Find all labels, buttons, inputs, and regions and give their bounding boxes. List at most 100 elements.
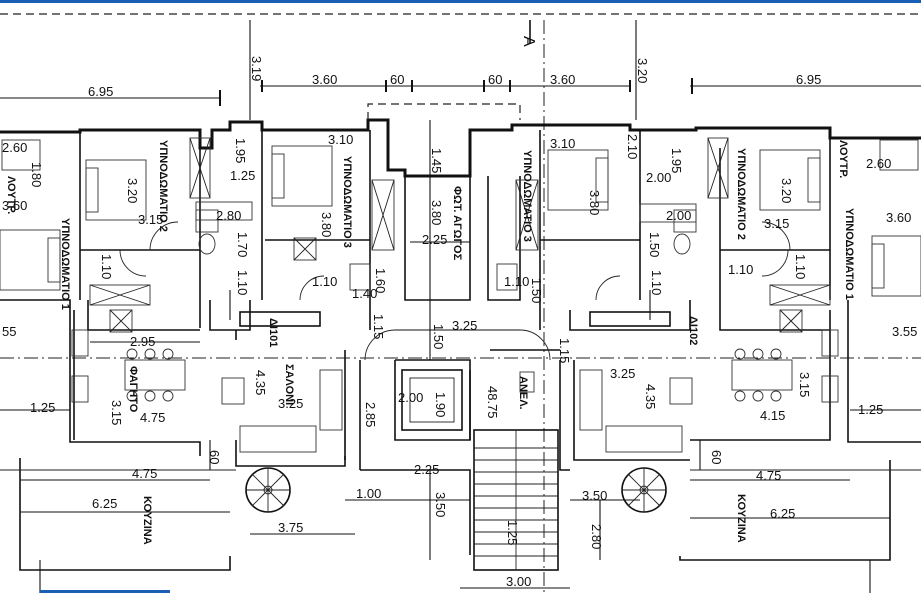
dim-label: 2.85	[363, 402, 378, 427]
dim-label: 2.00	[398, 390, 423, 405]
dim-label: 1.25	[30, 400, 55, 415]
dim-label: 4.35	[253, 370, 268, 395]
dim-label: 4.35	[643, 384, 658, 409]
dim-label: 1.15	[371, 314, 386, 339]
dim-label: 1.50	[647, 232, 662, 257]
dim-label: 3.25	[610, 366, 635, 381]
flat-label-left: ΔΙ101	[267, 318, 279, 347]
room-labels: ΥΠΝΟΔΩΜΑΤΙΟ 1 ΥΠΝΟΔΩΜΑΤΙΟ 2 ΥΠΝΟΔΩΜΑΤΙΟ …	[5, 140, 855, 545]
dim-label: 3.75	[278, 520, 303, 535]
dim-label: 2.60	[866, 156, 891, 171]
dim-label: 3.10	[550, 136, 575, 151]
dim-label: 1.95	[233, 138, 248, 163]
dim-label: 3.55	[892, 324, 917, 339]
dim-label: 2.00	[666, 208, 691, 223]
room-label-lift: ΑΝΕΛ.	[517, 376, 529, 410]
room-label-wc-right: ΛΟΥΤΡ.	[837, 140, 849, 178]
dim-label: 1.80	[29, 162, 44, 187]
dim-label: 55	[2, 324, 16, 339]
dim-label: 1.90	[433, 392, 448, 417]
dim-label: 1.60	[373, 268, 388, 293]
dim-label: 1.10	[649, 270, 664, 295]
dim-label: 48.75	[485, 386, 500, 419]
dim-label: 3.50	[582, 488, 607, 503]
room-label-kitchen-left: ΚΟΥΖΙΝΑ	[141, 496, 153, 545]
dimension-lines	[0, 120, 921, 593]
dim-label: 2.25	[414, 462, 439, 477]
dim-label: 6.25	[770, 506, 795, 521]
room-label-bedroom1-left: ΥΠΝΟΔΩΜΑΤΙΟ 1	[59, 218, 71, 310]
dim-label: 6.25	[92, 496, 117, 511]
room-label-bedroom1-right: ΥΠΝΟΔΩΜΑΤΙΟ 1	[843, 208, 855, 300]
dim-label: 4.75	[140, 410, 165, 425]
dim-label: 1.95	[669, 148, 684, 173]
dim-label: 3.20	[779, 178, 794, 203]
dim-label: 1.10	[793, 254, 808, 279]
dim-label: 1.10	[99, 254, 114, 279]
dim-label: 1.10	[504, 274, 529, 289]
dim-label: 3.20	[125, 178, 140, 203]
spiral-stair-left	[245, 467, 291, 513]
dim-label: 3.50	[433, 492, 448, 517]
dim-label: 6.95	[88, 84, 113, 99]
dim-label: 3.80	[319, 212, 334, 237]
dim-label: 1.25	[230, 168, 255, 183]
door-swings	[119, 221, 791, 361]
dim-label: 3.15	[109, 400, 124, 425]
flat-label-right: ΔΙ102	[687, 316, 699, 345]
stair-block	[473, 429, 559, 571]
section-mark-label: A	[520, 36, 537, 47]
dim-label: 60	[709, 450, 724, 464]
dim-label: 2.60	[2, 140, 27, 155]
dim-label: 3.15	[764, 216, 789, 231]
room-label-shaft: ΦΩΤ. ΑΓΩΓΟΣ	[451, 186, 463, 261]
dim-label: 3.60	[312, 72, 337, 87]
dim-label: 1.10	[728, 262, 753, 277]
dim-label: 1.50	[529, 278, 544, 303]
dim-label: 1.70	[235, 232, 250, 257]
dim-label: 1.10	[312, 274, 337, 289]
dim-label: 3.15	[797, 372, 812, 397]
dim-label: 6.95	[796, 72, 821, 87]
room-label-bedroom3-left: ΥΠΝΟΔΩΜΑΤΙΟ 3	[341, 156, 353, 248]
dim-label: 3.10	[328, 132, 353, 147]
dim-label: 2.80	[216, 208, 241, 223]
dim-label: 1.10	[235, 270, 250, 295]
top-dimension-lines	[0, 20, 921, 120]
spiral-stair-right	[621, 467, 667, 513]
lift-car	[401, 369, 463, 431]
dim-label: 2.10	[625, 134, 640, 159]
dim-label: 3.60	[886, 210, 911, 225]
dim-label: 1.50	[431, 324, 446, 349]
dim-label: 4.15	[760, 408, 785, 423]
dim-label: 60	[207, 450, 222, 464]
dim-label: 3.60	[550, 72, 575, 87]
dim-label: 1.40	[352, 286, 377, 301]
dim-label: 1.45	[429, 148, 444, 173]
room-label-dining-left: ΦΑΓΗΤΟ	[127, 366, 139, 413]
dim-label: 60	[488, 72, 502, 87]
dim-label: 3.60	[2, 198, 27, 213]
dim-label: 4.75	[756, 468, 781, 483]
dim-label: 3.19	[249, 56, 264, 81]
furniture	[0, 137, 921, 453]
dim-label: 1.25	[505, 520, 520, 545]
room-label-living-left: ΣΑΛΟΝΙ	[283, 364, 295, 405]
top-frame-bar	[0, 0, 921, 3]
dim-label: 2.00	[646, 170, 671, 185]
dim-label: 3.80	[587, 190, 602, 215]
dim-label: 3.00	[506, 574, 531, 589]
roof-outline	[367, 103, 521, 120]
dim-label: 1.15	[557, 338, 572, 363]
room-label-bedroom2-right: ΥΠΝΟΔΩΜΑΤΙΟ 2	[735, 148, 747, 240]
dim-label: 3.15	[138, 212, 163, 227]
dim-label: 60	[390, 72, 404, 87]
room-label-kitchen-right: ΚΟΥΖΙΝΑ	[735, 494, 747, 543]
dim-label: 2.80	[589, 524, 604, 549]
dim-label: 3.25	[278, 396, 303, 411]
dim-label: 1.25	[858, 402, 883, 417]
dim-label: 3.25	[452, 318, 477, 333]
dim-label: 3.20	[635, 58, 650, 83]
section-mark: A	[520, 20, 537, 47]
